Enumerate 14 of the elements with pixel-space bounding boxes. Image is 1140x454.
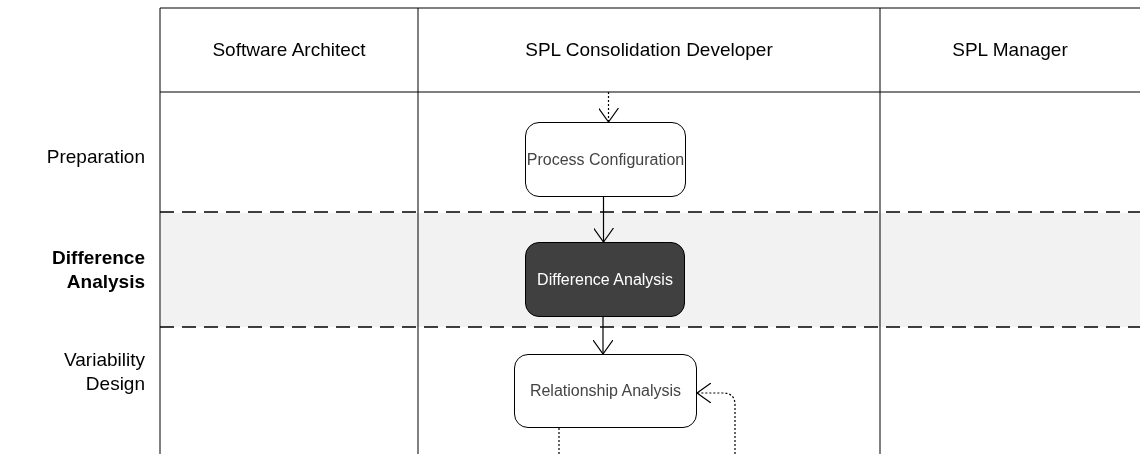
lane-header: SPL Manager <box>951 38 1069 62</box>
activity-box: Difference Analysis <box>525 242 685 317</box>
activity-box: Process Configuration <box>525 122 686 197</box>
activity-box: Relationship Analysis <box>514 354 697 428</box>
phase-label: Variability Design <box>63 348 145 396</box>
arrow <box>696 382 736 454</box>
lane-header: SPL Consolidation Developer <box>524 38 774 62</box>
arrow <box>592 316 614 355</box>
arrow <box>597 91 620 123</box>
arrow <box>592 196 615 243</box>
lane-header: Software Architect <box>211 38 367 62</box>
phase-label: Difference Analysis <box>51 246 145 294</box>
connector-line <box>558 427 560 454</box>
phase-label: Preparation <box>45 145 145 169</box>
